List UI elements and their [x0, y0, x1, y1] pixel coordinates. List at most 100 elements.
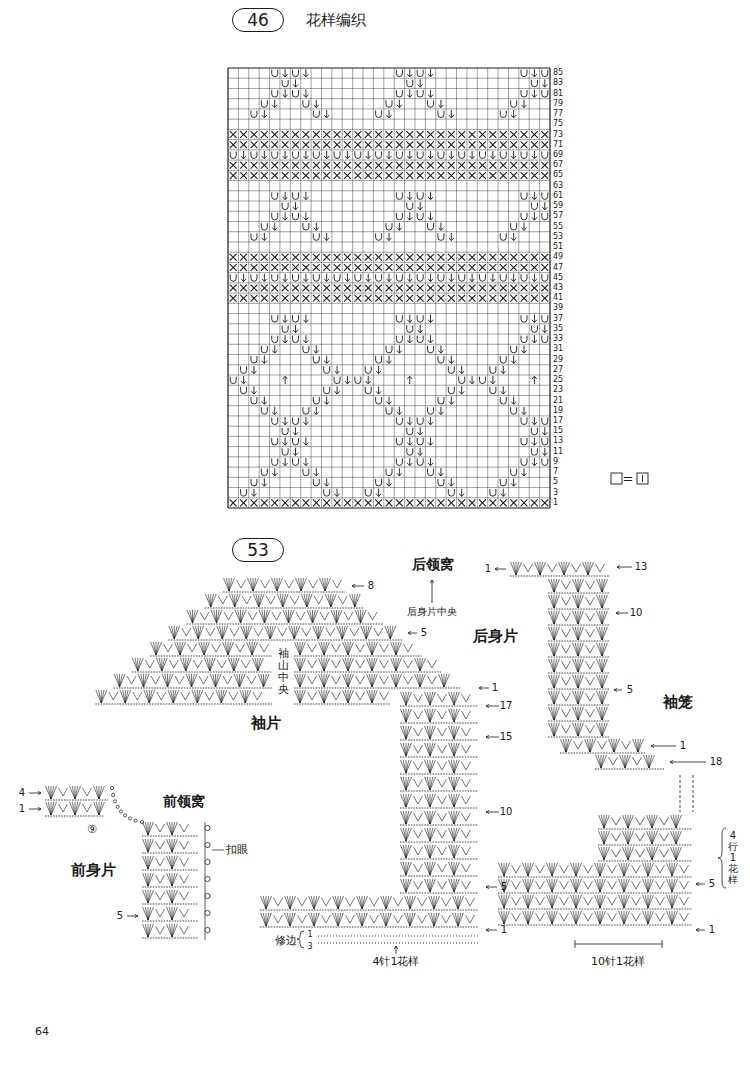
stroke — [349, 594, 355, 607]
stroke — [352, 594, 355, 607]
stroke — [529, 68, 530, 508]
stroke — [532, 279, 537, 282]
stroke — [205, 692, 214, 700]
stroke — [524, 345, 525, 353]
stroke — [602, 579, 605, 592]
stroke — [417, 674, 420, 687]
stroke — [531, 172, 538, 179]
stroke — [283, 156, 288, 159]
stroke — [292, 499, 299, 506]
stroke — [438, 285, 445, 292]
knit-cell — [637, 473, 648, 484]
stitch-symbol — [293, 336, 299, 343]
stroke — [386, 131, 393, 138]
stroke — [323, 131, 330, 138]
stroke — [386, 141, 393, 148]
stroke — [406, 862, 409, 875]
stroke — [438, 728, 447, 736]
stroke — [451, 760, 454, 773]
stroke — [511, 402, 516, 405]
stitch-symbol — [282, 448, 288, 455]
stroke — [313, 254, 320, 261]
stroke — [283, 610, 289, 623]
stroke — [156, 642, 159, 655]
stroke — [268, 626, 271, 639]
stroke — [406, 794, 409, 807]
stroke — [414, 762, 423, 770]
stitch-symbol — [417, 151, 423, 158]
stroke — [332, 660, 341, 668]
stroke — [449, 862, 455, 875]
stroke — [438, 141, 445, 148]
stroke — [438, 711, 447, 719]
stroke — [401, 692, 407, 705]
stroke — [458, 499, 465, 506]
stroke — [201, 642, 204, 655]
stroke — [295, 202, 296, 210]
stroke — [489, 285, 496, 292]
stroke — [168, 674, 171, 687]
stitch-symbol — [459, 151, 465, 158]
stroke — [376, 494, 381, 497]
stroke — [554, 595, 560, 608]
stroke — [462, 694, 471, 702]
stroke — [531, 499, 538, 506]
stroke — [221, 690, 224, 703]
stroke — [298, 578, 301, 591]
stroke — [516, 562, 519, 575]
stroke — [271, 172, 278, 179]
stroke — [511, 238, 516, 241]
stroke — [396, 658, 399, 671]
stroke — [125, 690, 131, 703]
stroke — [261, 162, 268, 169]
stroke — [189, 674, 192, 687]
stroke — [322, 915, 331, 923]
stroke — [314, 350, 319, 353]
stroke — [253, 578, 256, 591]
stroke — [282, 141, 289, 148]
stroke — [438, 350, 443, 353]
stroke — [500, 295, 507, 302]
stroke — [449, 279, 454, 282]
stroke — [425, 794, 431, 807]
stroke — [469, 264, 476, 271]
stitch-symbol — [407, 203, 413, 210]
stroke — [564, 562, 570, 575]
stroke — [510, 162, 517, 169]
stroke — [428, 197, 433, 200]
stroke — [430, 315, 431, 323]
stroke — [425, 709, 431, 722]
stroke — [510, 264, 517, 271]
stroke — [145, 660, 154, 668]
stroke — [271, 264, 278, 271]
stroke — [407, 156, 412, 159]
stroke — [406, 141, 413, 148]
stroke — [428, 676, 437, 684]
stroke — [479, 295, 486, 302]
stroke — [430, 726, 433, 739]
stitch-symbol — [272, 315, 278, 322]
stroke — [448, 295, 455, 302]
stroke — [324, 674, 327, 687]
stitch-symbol — [334, 274, 340, 281]
stroke — [344, 172, 351, 179]
stroke — [302, 628, 311, 636]
stroke — [260, 644, 269, 652]
stroke — [303, 422, 308, 425]
stroke — [462, 762, 471, 770]
stroke — [430, 794, 436, 807]
stroke — [237, 674, 240, 687]
stroke — [406, 162, 413, 169]
stroke — [274, 100, 275, 108]
stroke — [438, 228, 443, 231]
stroke — [334, 295, 341, 302]
stroke — [397, 228, 402, 231]
stroke — [271, 162, 278, 169]
stroke — [448, 499, 455, 506]
stroke — [389, 397, 390, 405]
stroke — [298, 898, 307, 906]
stroke — [387, 156, 392, 159]
stroke — [428, 95, 433, 98]
stroke — [319, 690, 325, 703]
stroke — [251, 285, 258, 292]
